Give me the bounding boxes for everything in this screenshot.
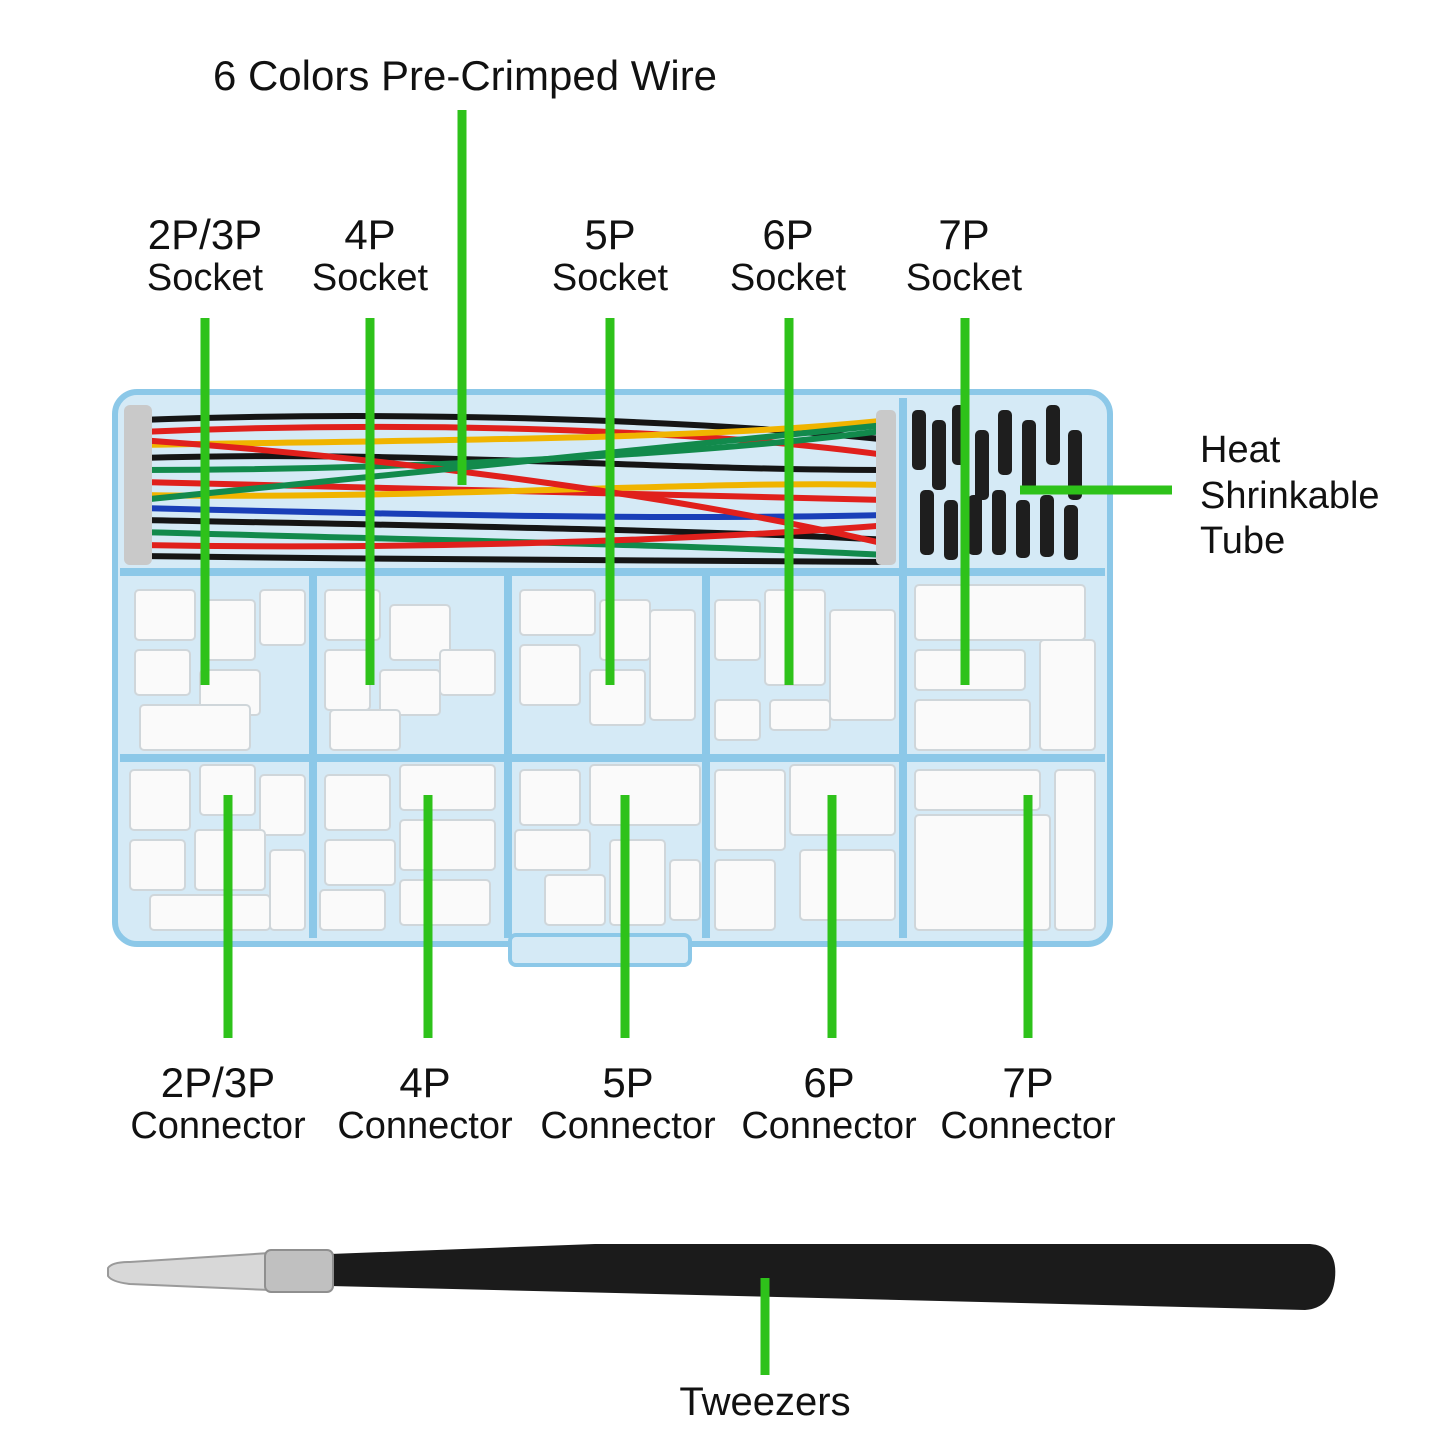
heat-line-1: Heat xyxy=(1200,429,1281,471)
heat-shrink-tubes xyxy=(912,405,1082,560)
connector-size: 7P xyxy=(1002,1059,1054,1106)
leader-lines xyxy=(200,110,1172,1375)
pre-crimped-wires xyxy=(139,413,891,565)
socket-kind: Socket xyxy=(551,257,669,300)
socket-label-6p: 6P Socket xyxy=(708,211,868,300)
wire-title: 6 Colors Pre-Crimped Wire xyxy=(212,52,718,99)
socket-kind: Socket xyxy=(311,257,429,300)
socket-size: 6P xyxy=(762,211,814,258)
socket-kind: Socket xyxy=(905,257,1023,300)
socket-label-5p: 5P Socket xyxy=(530,211,690,300)
connector-size: 6P xyxy=(803,1059,855,1106)
socket-label-2p3p: 2P/3P Socket xyxy=(125,211,285,300)
connector-label-5p: 5P Connector xyxy=(528,1059,728,1148)
connector-kind: Connector xyxy=(337,1105,513,1148)
connector-kind: Connector xyxy=(130,1105,306,1148)
connector-size: 2P/3P xyxy=(160,1059,276,1106)
wire-terminals xyxy=(124,405,896,565)
connector-label-7p: 7P Connector xyxy=(928,1059,1128,1148)
connector-kind: Connector xyxy=(540,1105,716,1148)
heat-line-2: Shrinkable xyxy=(1200,474,1380,517)
heat-line-3: Tube xyxy=(1200,520,1286,563)
socket-size: 4P xyxy=(344,211,396,258)
tweezers-image xyxy=(107,1244,1336,1310)
box-tab xyxy=(508,933,692,967)
connector-housings xyxy=(129,584,1096,931)
connector-size: 4P xyxy=(399,1059,451,1106)
tweezers-label: Tweezers xyxy=(679,1380,851,1424)
connector-size: 5P xyxy=(602,1059,654,1106)
connector-label-6p: 6P Connector xyxy=(729,1059,929,1148)
connector-kind: Connector xyxy=(940,1105,1116,1148)
socket-kind: Socket xyxy=(146,257,264,300)
socket-size: 2P/3P xyxy=(147,211,263,258)
socket-size: 7P xyxy=(938,211,990,258)
connector-label-4p: 4P Connector xyxy=(325,1059,525,1148)
socket-label-7p: 7P Socket xyxy=(884,211,1044,300)
heat-shrink-label: Heat Shrinkable Tube xyxy=(1200,428,1380,565)
connector-kind: Connector xyxy=(741,1105,917,1148)
connector-label-2p3p: 2P/3P Connector xyxy=(118,1059,318,1148)
socket-label-4p: 4P Socket xyxy=(290,211,450,300)
socket-kind: Socket xyxy=(729,257,847,300)
socket-size: 5P xyxy=(584,211,636,258)
